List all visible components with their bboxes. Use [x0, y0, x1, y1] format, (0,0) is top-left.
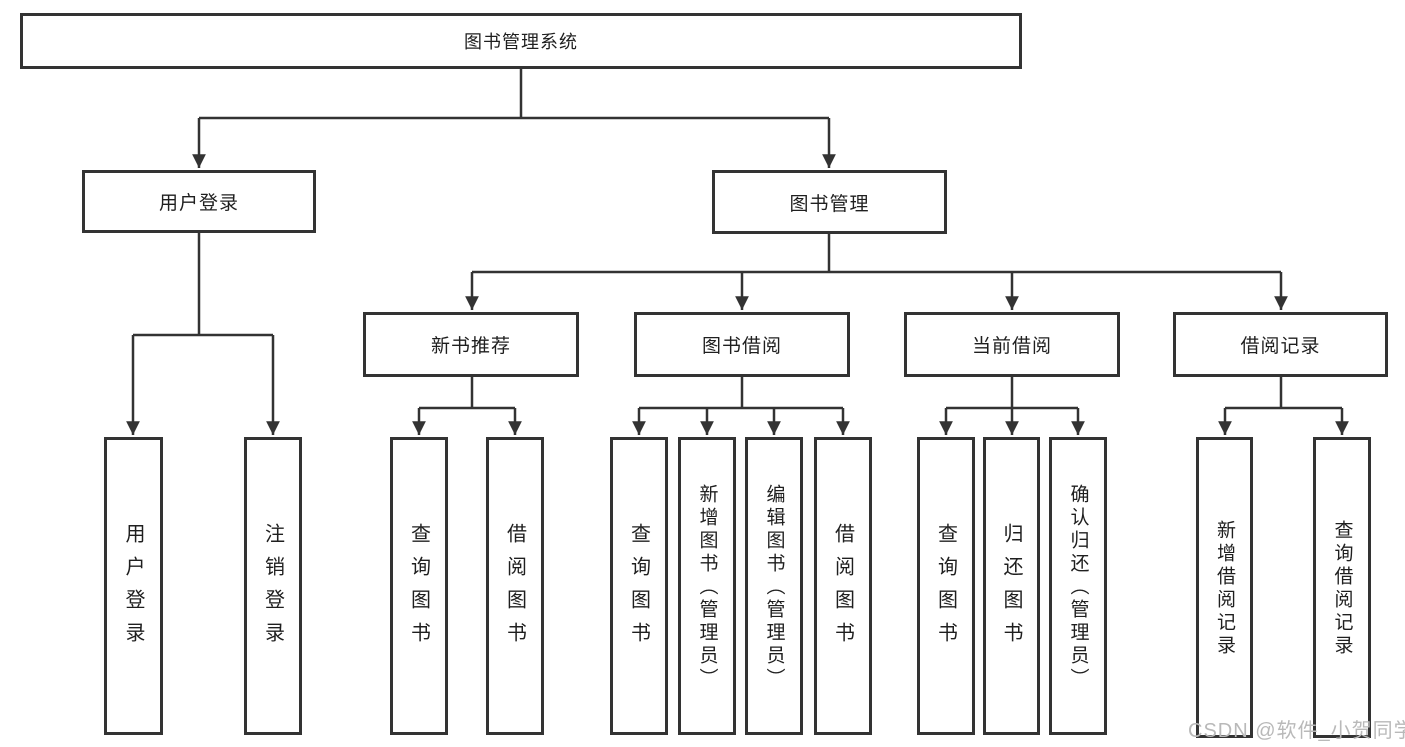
leaf-return-books: 归还图书 — [983, 437, 1040, 735]
node-user-login: 用户登录 — [82, 170, 316, 233]
leaf-query-books-borrow: 查询图书 — [610, 437, 668, 735]
node-current-borrow: 当前借阅 — [904, 312, 1120, 377]
leaf-borrow-books-recommend: 借阅图书 — [486, 437, 544, 735]
leaf-borrow-books: 借阅图书 — [814, 437, 872, 735]
leaf-confirm-return-admin: 确认归还（管理员） — [1049, 437, 1107, 735]
leaf-add-books-admin: 新增图书（管理员） — [678, 437, 736, 735]
node-root-library-system: 图书管理系统 — [20, 13, 1022, 69]
leaf-query-books-recommend: 查询图书 — [390, 437, 448, 735]
leaf-query-books-current: 查询图书 — [917, 437, 975, 735]
node-book-borrow: 图书借阅 — [634, 312, 850, 377]
leaf-add-borrow-record: 新增借阅记录 — [1196, 437, 1253, 738]
csdn-watermark: CSDN @软件_小贺同学 — [1188, 720, 1405, 742]
node-book-management: 图书管理 — [712, 170, 947, 234]
node-new-book-recommend: 新书推荐 — [363, 312, 579, 377]
node-borrow-records: 借阅记录 — [1173, 312, 1388, 377]
leaf-logout: 注销登录 — [244, 437, 302, 735]
leaf-user-login: 用户登录 — [104, 437, 163, 735]
leaf-edit-books-admin: 编辑图书（管理员） — [745, 437, 803, 735]
leaf-query-borrow-record: 查询借阅记录 — [1313, 437, 1371, 738]
